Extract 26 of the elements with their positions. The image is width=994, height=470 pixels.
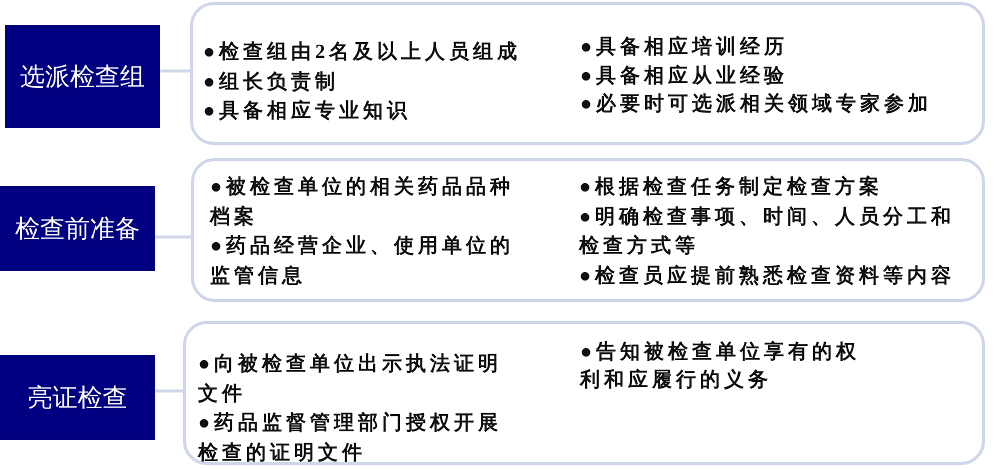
detail-panel: [183, 321, 985, 465]
detail-panel: [190, 2, 985, 145]
bullet-item: ●明确检查事项、时间、人员分工和检查方式等: [579, 204, 956, 259]
bullet-item: ●告知被检查单位享有的权利和应履行的义务: [580, 340, 862, 393]
bullet-item: ●向被检查单位出示执法证明文件: [198, 352, 504, 406]
bullet-item: ●组长负责制: [203, 70, 340, 94]
bullet-item: ●药品监督管理部门授权开展检查的证明文件: [198, 410, 504, 466]
bullet-item: ●药品经营企业、使用单位的监管信息: [210, 234, 516, 288]
bullet-item: ●根据检查任务制定检查方案: [579, 174, 884, 200]
stage-box: [0, 186, 155, 271]
connector-line: [155, 236, 191, 238]
stage-box: [5, 25, 160, 128]
connector-line: [155, 390, 183, 392]
stage-title: 选派检查组: [20, 62, 145, 93]
bullet-item: ●具备相应培训经历: [580, 34, 790, 60]
bullet-item: ●具备相应从业经验: [580, 64, 790, 88]
detail-panel: [191, 158, 985, 302]
stage-title: 亮证检查: [28, 383, 128, 414]
bullet-item: ●具备相应专业知识: [203, 98, 412, 124]
bullet-item: ●检查组由2名及以上人员组成: [203, 40, 522, 65]
connector-line: [160, 70, 190, 72]
stage-title: 检查前准备: [15, 214, 140, 245]
bullet-item: ●被检查单位的相关药品品种档案: [210, 174, 516, 230]
bullet-item: ●检查员应提前熟悉检查资料等内容: [579, 264, 956, 288]
stage-box: [0, 355, 155, 440]
bullet-item: ●必要时可选派相关领域专家参加: [580, 92, 934, 117]
